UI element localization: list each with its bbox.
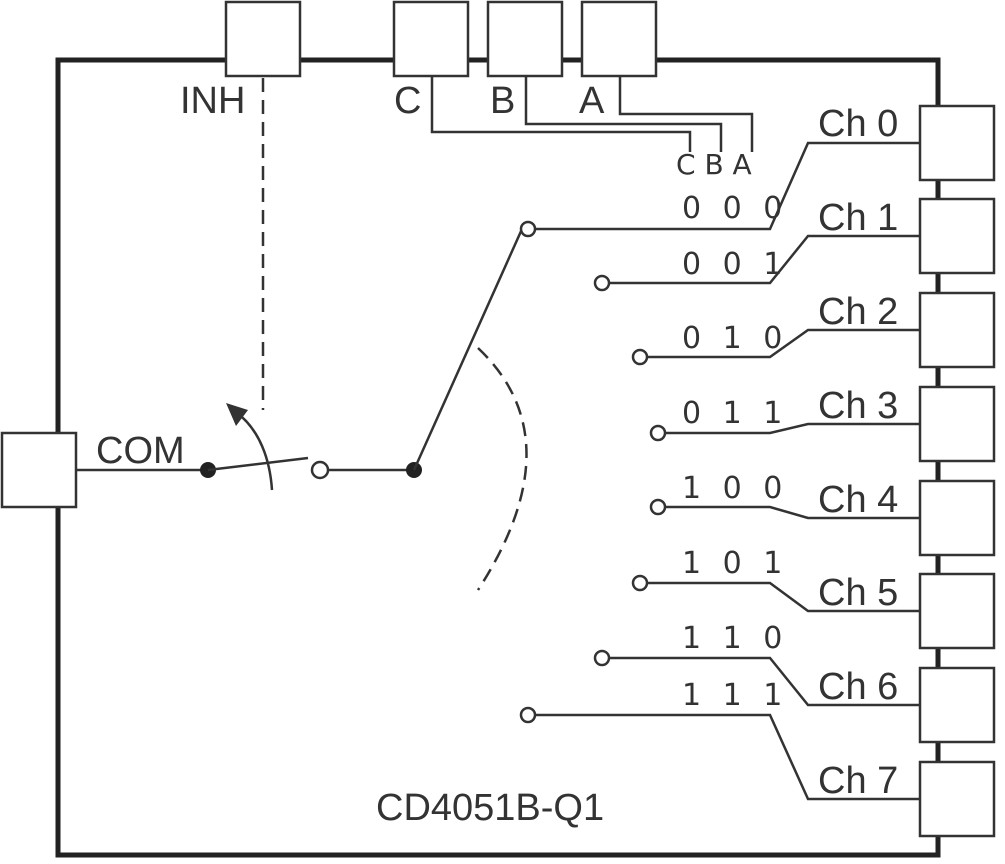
channel-label-0: Ch 0: [818, 103, 898, 145]
channel-contact-3: [649, 424, 667, 442]
channel-contact-1: [593, 274, 611, 292]
channel-code-6: 1 1 0: [682, 621, 788, 656]
channel-pin-2: [918, 291, 996, 369]
inhibit-arrow: [235, 411, 274, 491]
channel-pin-1: [918, 197, 996, 275]
inh-label: INH: [180, 80, 245, 122]
channel-pin-7: [918, 760, 996, 838]
chip-name: CD4051B-Q1: [376, 787, 604, 829]
channel-pin-5: [918, 572, 996, 650]
pin-a: [580, 0, 658, 78]
channel-label-4: Ch 4: [818, 479, 898, 521]
channel-pin-4: [918, 479, 996, 557]
channel-contact-2: [631, 348, 649, 366]
channel-wire-3: [665, 422, 920, 435]
channel-pin-3: [918, 385, 996, 463]
channel-label-3: Ch 3: [818, 385, 898, 427]
channel-wire-4: [665, 505, 920, 520]
wire-a: [618, 76, 754, 152]
selector-sweep-arc: [476, 347, 528, 591]
channel-contact-4: [649, 498, 667, 516]
channel-contact-7: [519, 706, 537, 724]
inhibit-contact: [310, 460, 330, 480]
channel-label-5: Ch 5: [818, 572, 898, 614]
select-header: C B A: [676, 148, 752, 181]
pin-inh: [224, 0, 302, 78]
wire-b: [524, 76, 723, 152]
channel-code-0: 0 0 0: [682, 191, 788, 226]
select-a-label: A: [579, 80, 605, 122]
channel-code-4: 1 0 0: [682, 471, 788, 506]
channel-wire-1: [609, 234, 920, 285]
pin-b: [486, 0, 564, 78]
channel-group: Ch 0 0 0 0 Ch 1 0 0 1 Ch 2 0 1 0 Ch 3 0 1 1 Ch 4…: [519, 103, 996, 838]
selector-blade: [412, 228, 524, 471]
channel-code-1: 0 0 1: [682, 247, 788, 282]
select-c-label: C: [394, 80, 421, 122]
channel-code-5: 1 0 1: [682, 546, 788, 581]
channel-label-6: Ch 6: [818, 666, 898, 708]
channel-code-2: 0 1 0: [682, 321, 788, 356]
chip-body: [55, 57, 941, 858]
channel-contact-5: [631, 574, 649, 592]
channel-label-1: Ch 1: [818, 197, 898, 239]
channel-contact-6: [593, 649, 611, 667]
channel-label-7: Ch 7: [818, 760, 898, 802]
pin-c: [392, 0, 470, 78]
channel-code-3: 0 1 1: [682, 396, 788, 431]
inhibit-switch-blade: [207, 456, 309, 472]
channel-pin-6: [918, 666, 996, 744]
select-b-label: B: [490, 80, 515, 122]
pin-com: [0, 431, 78, 509]
channel-contact-0: [519, 220, 537, 238]
wire-c: [430, 76, 692, 152]
channel-wire-0: [535, 141, 920, 231]
inhibit-arrowhead: [226, 403, 248, 426]
channel-wire-7: [535, 713, 920, 801]
channel-wire-2: [647, 328, 920, 359]
channel-wire-5: [647, 581, 920, 613]
channel-code-7: 1 1 1: [682, 678, 788, 713]
channel-wire-6: [609, 656, 920, 707]
com-label: COM: [96, 430, 185, 472]
channel-label-2: Ch 2: [818, 291, 898, 333]
channel-pin-0: [918, 104, 996, 182]
